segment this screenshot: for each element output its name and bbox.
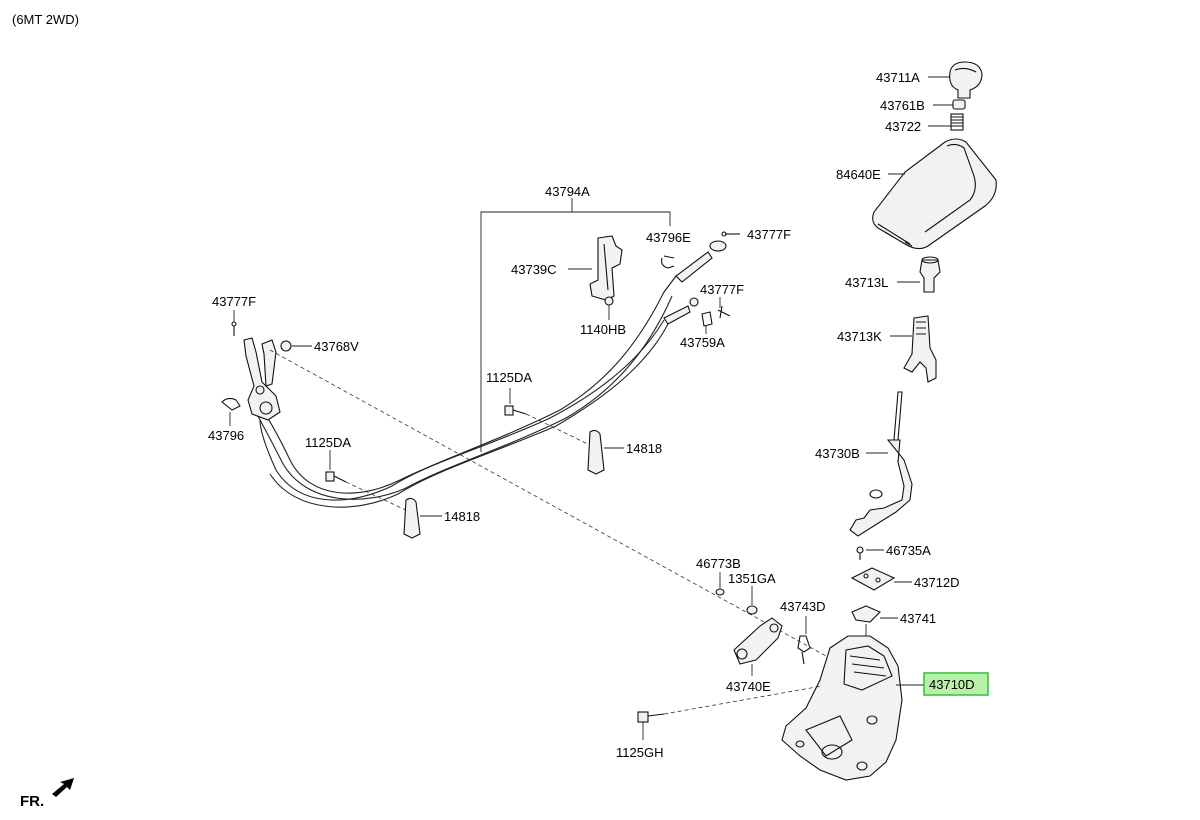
label-43777F-mid[interactable]: 43777F	[700, 282, 744, 297]
washer-1351GA-part[interactable]	[746, 605, 758, 615]
clamp-mid-part[interactable]	[587, 429, 605, 475]
label-43796[interactable]: 43796	[208, 428, 244, 443]
lever-upper-part[interactable]	[903, 315, 937, 383]
label-46773B[interactable]: 46773B	[696, 556, 741, 571]
shift-cables[interactable]	[255, 291, 673, 508]
bracket-part[interactable]	[851, 605, 881, 623]
plate-part[interactable]	[850, 567, 896, 591]
shift-knob-part[interactable]	[949, 61, 983, 99]
label-43730B[interactable]: 43730B	[815, 446, 860, 461]
cable-bracket-part[interactable]	[589, 235, 623, 301]
label-43794A[interactable]: 43794A	[545, 184, 590, 199]
front-label: FR.	[20, 793, 44, 810]
label-43796E[interactable]: 43796E	[646, 230, 691, 245]
label-43743D[interactable]: 43743D	[780, 599, 826, 614]
label-43712D[interactable]: 43712D	[914, 575, 960, 590]
washer-part[interactable]	[701, 311, 713, 327]
front-direction-marker: FR.	[20, 778, 74, 810]
label-43741[interactable]: 43741	[900, 611, 936, 626]
clip-top-part[interactable]	[661, 255, 675, 269]
cable-end-upper-part[interactable]	[663, 240, 727, 293]
bolt-1140HB-part[interactable]	[604, 296, 614, 306]
label-43722[interactable]: 43722	[885, 119, 921, 134]
spring-clip-43743D-part[interactable]	[797, 635, 811, 665]
lever-lower-part[interactable]	[849, 391, 913, 537]
label-46735A[interactable]: 46735A	[886, 543, 931, 558]
ring-46773B-part[interactable]	[715, 588, 725, 596]
clip-43796-part[interactable]	[221, 397, 241, 411]
label-1125DA-left[interactable]: 1125DA	[305, 435, 351, 450]
highlight-box	[923, 672, 989, 696]
front-arrow-icon	[52, 778, 74, 797]
label-14818-left[interactable]: 14818	[444, 509, 480, 524]
bolt-1125DA-mid-part[interactable]	[504, 405, 527, 416]
pin-part[interactable]	[856, 546, 864, 560]
cable-end-left-part[interactable]	[243, 337, 281, 421]
label-43711A[interactable]: 43711A	[876, 70, 920, 85]
clamp-left-part[interactable]	[403, 497, 421, 539]
label-14818-mid[interactable]: 14818	[626, 441, 662, 456]
pin-mid-part[interactable]	[717, 305, 731, 319]
label-43768V[interactable]: 43768V	[314, 339, 359, 354]
label-43777F-top[interactable]: 43777F	[747, 227, 791, 242]
label-43713L[interactable]: 43713L	[845, 275, 888, 290]
label-1125GH[interactable]: 1125GH	[616, 745, 663, 760]
label-84640E[interactable]: 84640E	[836, 167, 881, 182]
label-1140HB[interactable]: 1140HB	[580, 322, 626, 337]
bolt-1125DA-left-part[interactable]	[325, 471, 347, 483]
pin-left-part[interactable]	[231, 321, 237, 336]
label-43713K[interactable]: 43713K	[837, 329, 882, 344]
label-43759A[interactable]: 43759A	[680, 335, 725, 350]
shift-boot-part[interactable]	[872, 138, 997, 250]
spring-part[interactable]	[950, 113, 964, 131]
pin-top-part[interactable]	[721, 231, 740, 237]
bolt-1125GH-part[interactable]	[637, 711, 665, 723]
clip-43768V-part[interactable]	[280, 340, 292, 352]
shift-housing-part[interactable]	[781, 635, 903, 781]
label-43740E[interactable]: 43740E	[726, 679, 771, 694]
variant-caption: (6MT 2WD)	[12, 12, 79, 27]
bushing-part[interactable]	[919, 256, 941, 293]
lever-43740E-part[interactable]	[733, 617, 783, 665]
label-1125DA-mid[interactable]: 1125DA	[486, 370, 532, 385]
label-43739C[interactable]: 43739C	[511, 262, 557, 277]
label-43777F-left[interactable]: 43777F	[212, 294, 256, 309]
label-43761B[interactable]: 43761B	[880, 98, 925, 113]
label-43710D[interactable]: 43710D	[929, 677, 975, 692]
nut-part[interactable]	[952, 99, 966, 110]
label-1351GA[interactable]: 1351GA	[728, 571, 776, 586]
